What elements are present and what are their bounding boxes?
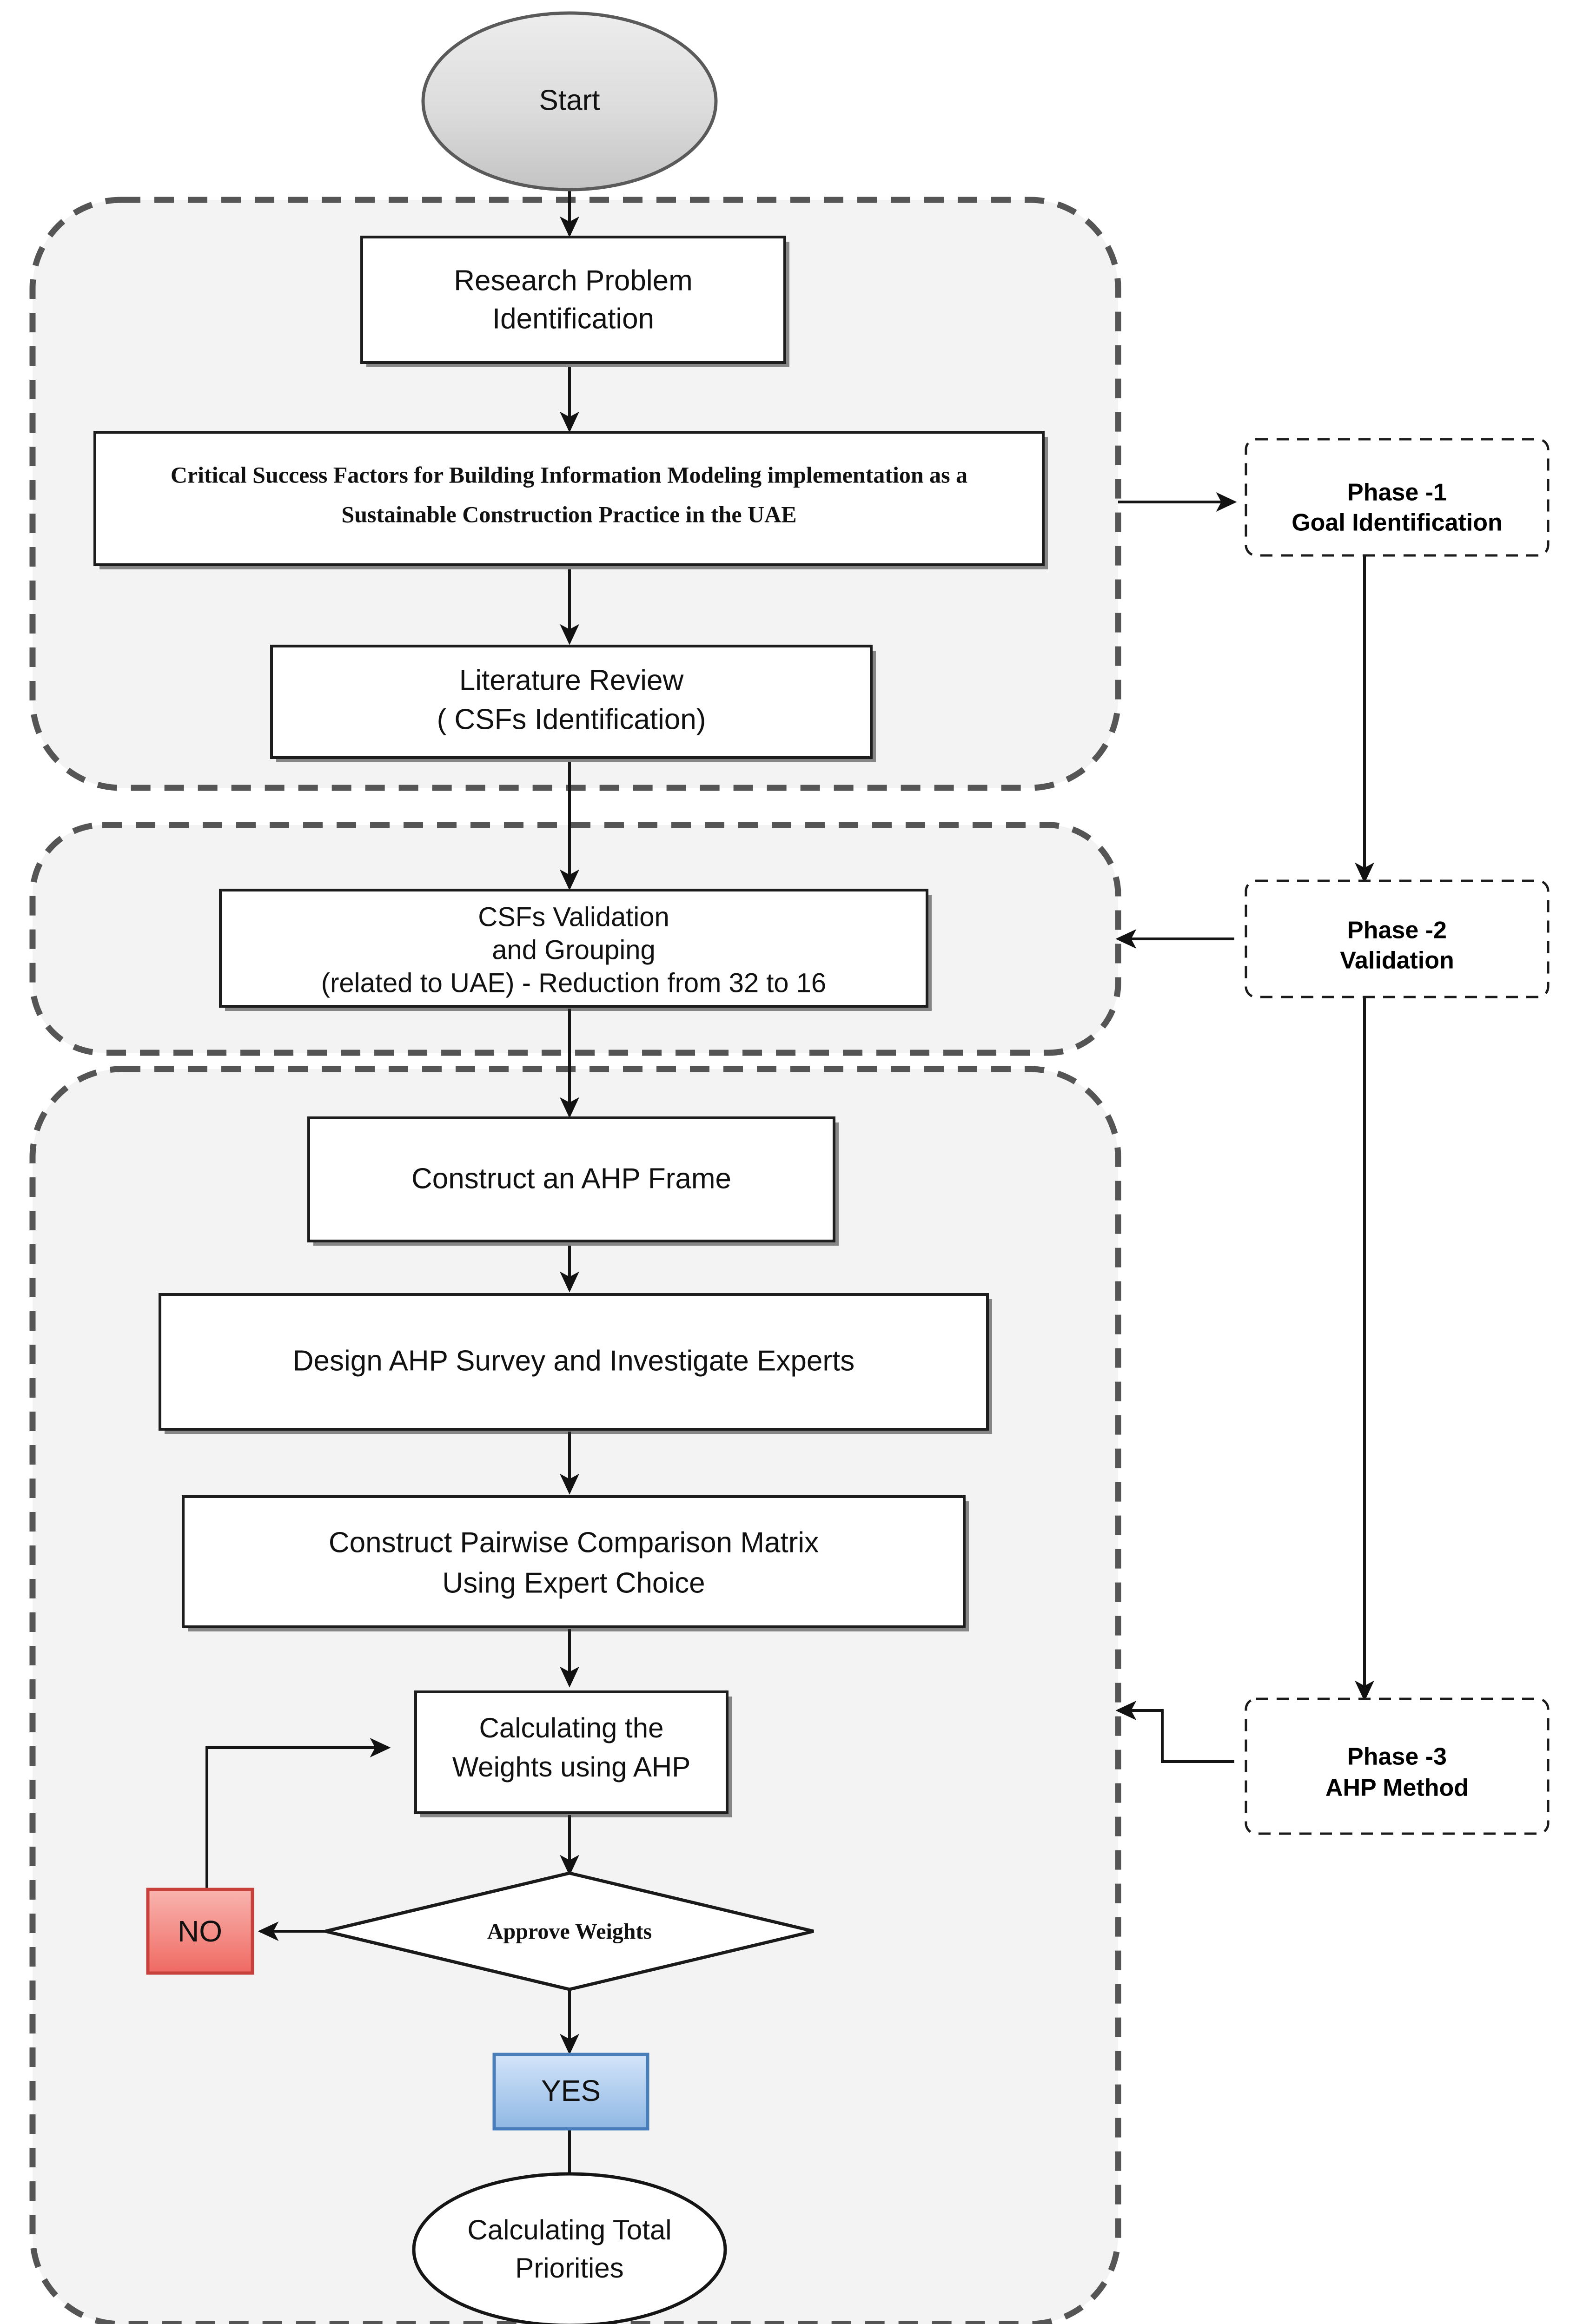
node-literature-review: Literature Review ( CSFs Identification): [270, 645, 876, 762]
node-total-priorities-line1: Calculating Total: [467, 2214, 671, 2245]
phase-box-2-line1: Phase -2: [1347, 917, 1447, 944]
node-no-badge-label: NO: [178, 1915, 222, 1948]
node-csf-title: Critical Success Factors for Building In…: [93, 431, 1048, 569]
phase-box-1-line2: Goal Identification: [1292, 509, 1503, 536]
node-research-problem-line2: Identification: [492, 303, 654, 335]
node-csf-title-line1: Critical Success Factors for Building In…: [171, 462, 967, 488]
node-literature-review-line2: ( CSFs Identification): [437, 703, 706, 735]
node-start-label: Start: [539, 84, 600, 116]
connector-no-to-calcweights: [205, 1738, 391, 1889]
node-approve-weights-label: Approve Weights: [487, 1919, 652, 1944]
phase-box-1-line1: Phase -1: [1347, 479, 1447, 506]
phase-box-3-line2: AHP Method: [1325, 1775, 1469, 1802]
phase-box-2-line2: Validation: [1340, 947, 1454, 974]
node-ahp-frame: Construct an AHP Frame: [307, 1116, 839, 1246]
node-ahp-survey-label: Design AHP Survey and Investigate Expert…: [293, 1345, 855, 1377]
node-literature-review-line1: Literature Review: [459, 664, 684, 696]
phase-box-3: Phase -3 AHP Method: [1245, 1697, 1550, 1835]
node-yes-badge: YES: [492, 2053, 649, 2131]
node-start: Start: [421, 11, 718, 191]
node-pairwise-matrix-line1: Construct Pairwise Comparison Matrix: [329, 1526, 819, 1558]
node-calc-weights: Calculating the Weights using AHP: [414, 1690, 732, 1817]
node-pairwise-matrix: Construct Pairwise Comparison Matrix Usi…: [182, 1495, 969, 1631]
node-calc-weights-line1: Calculating the: [479, 1712, 664, 1743]
node-csf-validation-line1: CSFs Validation: [478, 902, 669, 932]
node-calc-weights-line2: Weights using AHP: [452, 1751, 691, 1783]
node-total-priorities-line2: Priorities: [515, 2252, 623, 2284]
node-pairwise-matrix-line2: Using Expert Choice: [442, 1567, 705, 1599]
node-csf-validation-line3: (related to UAE) - Reduction from 32 to …: [321, 968, 826, 998]
phase-box-3-line1: Phase -3: [1347, 1743, 1447, 1770]
node-csf-validation-line2: and Grouping: [492, 935, 655, 965]
node-research-problem: Research Problem Identification: [360, 236, 789, 367]
connector-phase3-to-group3: [1115, 1701, 1234, 1763]
node-ahp-survey: Design AHP Survey and Investigate Expert…: [159, 1293, 992, 1434]
node-yes-badge-label: YES: [541, 2074, 601, 2107]
phase-box-2: Phase -2 Validation: [1245, 879, 1550, 998]
node-approve-weights: Approve Weights: [325, 1871, 814, 1991]
node-research-problem-line1: Research Problem: [454, 264, 692, 297]
node-no-badge: NO: [146, 1888, 254, 1975]
node-ahp-frame-label: Construct an AHP Frame: [411, 1162, 731, 1195]
node-csf-validation: CSFs Validation and Grouping (related to…: [219, 889, 932, 1011]
phase-box-1: Phase -1 Goal Identification: [1245, 438, 1550, 557]
node-csf-title-line2: Sustainable Construction Practice in the…: [341, 501, 796, 527]
node-total-priorities: Calculating Total Priorities: [412, 2172, 727, 2324]
